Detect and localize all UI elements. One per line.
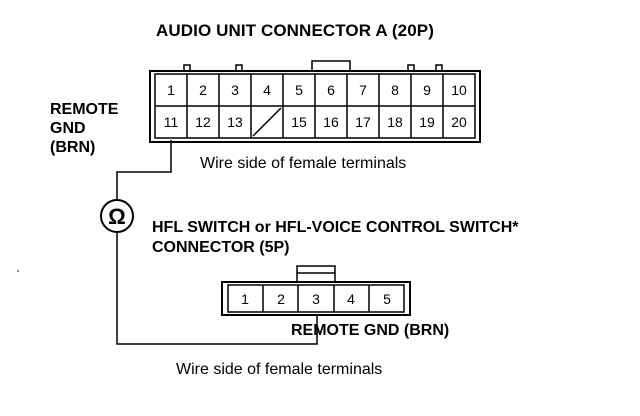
- stray-mark: [17, 270, 19, 272]
- connector-b-title: HFL SWITCH or HFL-VOICE CONTROL SWITCH* …: [152, 218, 632, 258]
- test-lead-upper: [116, 140, 172, 200]
- connector-a-pin-label: 2: [199, 82, 207, 98]
- remote-gnd-left-line2: GND: [50, 120, 86, 137]
- connector-a-pin-label: 19: [419, 114, 435, 130]
- connector-a-pin-label: 8: [391, 82, 399, 98]
- connector-a-pin-label: 17: [355, 114, 371, 130]
- connector-a-pin-label: 20: [451, 114, 467, 130]
- remote-gnd-right-label: REMOTE GND (BRN): [291, 322, 450, 339]
- connector-a-pin-label: 18: [387, 114, 403, 130]
- connector-a-pin-label: 12: [195, 114, 211, 130]
- connector-b-shell: [221, 281, 411, 316]
- ohm-symbol: Ω: [108, 204, 126, 229]
- connector-a-empty-cavity: [252, 107, 282, 137]
- connector-b-pin-label: 5: [383, 291, 391, 307]
- connector-b-title-line1: HFL SWITCH or HFL-VOICE CONTROL SWITCH*: [152, 219, 519, 236]
- connector-a-title: AUDIO UNIT CONNECTOR A (20P): [156, 21, 434, 40]
- connector-a-lock: [311, 60, 351, 71]
- connector-a-wire-side-label: Wire side of female terminals: [200, 155, 407, 172]
- connector-b-title-line2: CONNECTOR (5P): [152, 239, 290, 256]
- connector-b-pin-label: 1: [241, 291, 249, 307]
- connector-a-pin-label: 13: [227, 114, 243, 130]
- connector-b-lock: [296, 265, 336, 282]
- connector-b-pin-label: 3: [312, 291, 320, 307]
- connector-a-pin-label: 1: [167, 82, 175, 98]
- connector-b-pin-label: 4: [347, 291, 355, 307]
- connector-a-pin-label: 7: [359, 82, 367, 98]
- remote-gnd-left-label: REMOTE GND (BRN): [50, 100, 150, 157]
- connector-a-pin-label: 5: [295, 82, 303, 98]
- connector-a-pin-label: 9: [423, 82, 431, 98]
- connector-b-pin-label: 2: [277, 291, 285, 307]
- connector-a-pin-label: 11: [164, 114, 179, 130]
- connector-a-pin-label: 3: [231, 82, 239, 98]
- remote-gnd-left-line3: (BRN): [50, 139, 96, 156]
- connector-b-grid: [227, 284, 405, 313]
- connector-a-pin-label: 10: [451, 82, 467, 98]
- connector-a-pin-label: 15: [291, 114, 307, 130]
- connector-b-wire-side-label: Wire side of female terminals: [176, 361, 383, 378]
- connector-a-pin-label: 4: [263, 82, 271, 98]
- test-lead-lower: [116, 232, 318, 345]
- connector-a-shell: [149, 70, 481, 143]
- connector-a-pin-label: 16: [323, 114, 339, 130]
- connector-a: 1 2 3 4 5 6 7 8 9 10 11 12 13 15 16 17 1…: [149, 60, 481, 143]
- remote-gnd-left-line1: REMOTE: [50, 101, 119, 118]
- ohmmeter-icon: Ω: [100, 199, 134, 233]
- connector-b: 1 2 3 4 5: [221, 265, 411, 316]
- connector-a-pin-label: 6: [327, 82, 335, 98]
